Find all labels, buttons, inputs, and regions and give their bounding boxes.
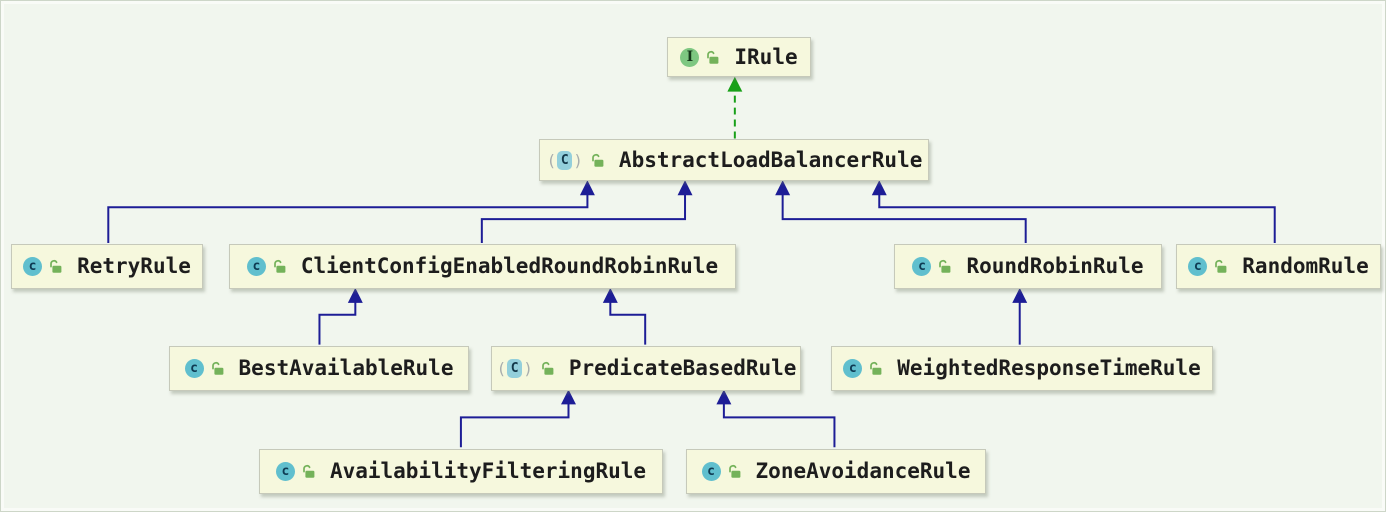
public-open-lock-icon [50, 259, 62, 273]
class-name-label: ClientConfigEnabledRoundRobinRule [300, 254, 719, 278]
class-node-RetryRule[interactable]: c RetryRule [11, 244, 203, 289]
public-open-lock-icon [1215, 259, 1227, 273]
inheritance-edge-ClientConfigEnabledRoundRobinRule-to-AbstractLoadBalancerRule [480, 180, 693, 244]
inheritance-edge-RetryRule-to-AbstractLoadBalancerRule [107, 180, 595, 244]
public-open-lock-icon [303, 464, 315, 478]
inheritance-edge-RandomRule-to-AbstractLoadBalancerRule [871, 180, 1276, 244]
class-name-label: AbstractLoadBalancerRule [618, 147, 923, 172]
interface-icon: I [680, 47, 700, 67]
abstract-class-letter: C [557, 150, 573, 170]
realization-edge-AbstractLoadBalancerRule-to-IRule [727, 76, 743, 139]
class-name-label: ZoneAvoidanceRule [755, 459, 971, 483]
class-name-label: RandomRule [1242, 254, 1369, 278]
class-icon: c [23, 257, 43, 276]
abstract-paren: ) [573, 150, 583, 170]
interface-node-IRule[interactable]: I IRule [667, 37, 811, 77]
class-node-AvailabilityFilteringRule[interactable]: c AvailabilityFilteringRule [259, 449, 663, 494]
class-node-RandomRule[interactable]: c RandomRule [1176, 244, 1381, 289]
abstract-paren: ( [496, 359, 507, 378]
class-icon: c [1188, 257, 1208, 276]
abstract-class-icon: (C) [496, 359, 534, 378]
public-open-lock-icon [541, 361, 554, 375]
class-icon: c [843, 359, 863, 378]
class-icon: c [275, 462, 295, 481]
class-name-label: RoundRobinRule [966, 254, 1144, 278]
class-name-label: WeightedResponseTimeRule [897, 356, 1201, 380]
abstract-paren: ) [523, 359, 533, 378]
class-name-label: RetryRule [77, 254, 191, 278]
class-name-label: IRule [734, 44, 798, 69]
class-name-label: PredicateBasedRule [568, 356, 797, 380]
class-name-label: AvailabilityFilteringRule [329, 459, 647, 483]
class-node-BestAvailableRule[interactable]: c BestAvailableRule [169, 346, 469, 391]
inheritance-edge-PredicateBasedRule-to-ClientConfigEnabledRoundRobinRule [602, 287, 647, 345]
class-name-label: BestAvailableRule [238, 356, 454, 380]
abstract-class-icon: (C) [546, 150, 584, 170]
inheritance-edge-WeightedResponseTimeRule-to-RoundRobinRule [1012, 287, 1028, 345]
class-icon: c [701, 462, 721, 481]
inheritance-edge-AvailabilityFilteringRule-to-PredicateBasedRule [459, 389, 576, 448]
abstract-class-letter: C [507, 359, 523, 378]
public-open-lock-icon [211, 361, 223, 375]
class-node-RoundRobinRule[interactable]: c RoundRobinRule [894, 244, 1162, 289]
class-node-ClientConfigEnabledRoundRobinRule[interactable]: c ClientConfigEnabledRoundRobinRule [229, 244, 736, 289]
public-open-lock-icon [707, 50, 719, 64]
abstract-paren: ( [546, 150, 557, 170]
class-node-AbstractLoadBalancerRule[interactable]: (C) AbstractLoadBalancerRule [539, 139, 929, 181]
class-icon: c [246, 257, 266, 276]
class-node-PredicateBasedRule[interactable]: (C) PredicateBasedRule [491, 346, 801, 391]
public-open-lock-icon [870, 361, 882, 375]
class-icon: c [184, 359, 204, 378]
class-node-ZoneAvoidanceRule[interactable]: c ZoneAvoidanceRule [686, 449, 986, 494]
public-open-lock-icon [592, 153, 604, 167]
class-node-WeightedResponseTimeRule[interactable]: c WeightedResponseTimeRule [831, 346, 1213, 391]
class-icon: c [912, 257, 932, 276]
inheritance-edge-BestAvailableRule-to-ClientConfigEnabledRoundRobinRule [318, 287, 363, 345]
inheritance-edge-RoundRobinRule-to-AbstractLoadBalancerRule [775, 180, 1027, 244]
public-open-lock-icon [939, 259, 951, 273]
public-open-lock-icon [274, 259, 286, 273]
inheritance-edge-ZoneAvoidanceRule-to-PredicateBasedRule [716, 389, 836, 448]
public-open-lock-icon [728, 464, 740, 478]
